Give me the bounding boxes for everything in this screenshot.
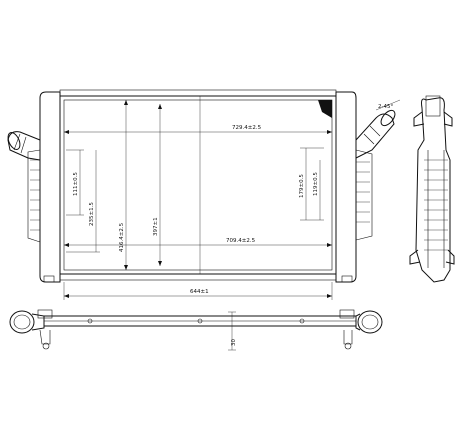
dim-bottom-width: 709.4±2.5: [226, 238, 256, 244]
core-inner-frame: [63, 99, 333, 271]
dim-right-port-long: 119±0.5: [313, 172, 319, 196]
bottom-view: 30: [9, 309, 383, 351]
front-view: 729.4±2.5 709.4±2.5 397±1 416.4±2.5 111±…: [7, 89, 401, 300]
core-frame: [59, 95, 337, 275]
dim-left-port-long: 235±1.5: [89, 202, 95, 226]
dim-overall-length: 644±1: [190, 289, 209, 295]
dim-pipe-angle: 2-45°: [378, 104, 393, 110]
right-tank: [335, 91, 396, 283]
dim-left-port-short: 111±0.5: [73, 172, 79, 196]
dim-core-height: 397±1: [153, 217, 159, 236]
top-right-tab: [318, 100, 332, 118]
side-view: [409, 95, 455, 283]
dim-depth: 30: [231, 339, 237, 346]
dim-top-width: 729.4±2.5: [232, 125, 262, 131]
bottom-rail: [59, 273, 337, 281]
top-rail: [59, 89, 337, 97]
dim-right-port-short: 179±0.5: [299, 174, 305, 198]
dim-overall-height: 416.4±2.5: [119, 222, 125, 252]
left-tank: [7, 91, 61, 283]
